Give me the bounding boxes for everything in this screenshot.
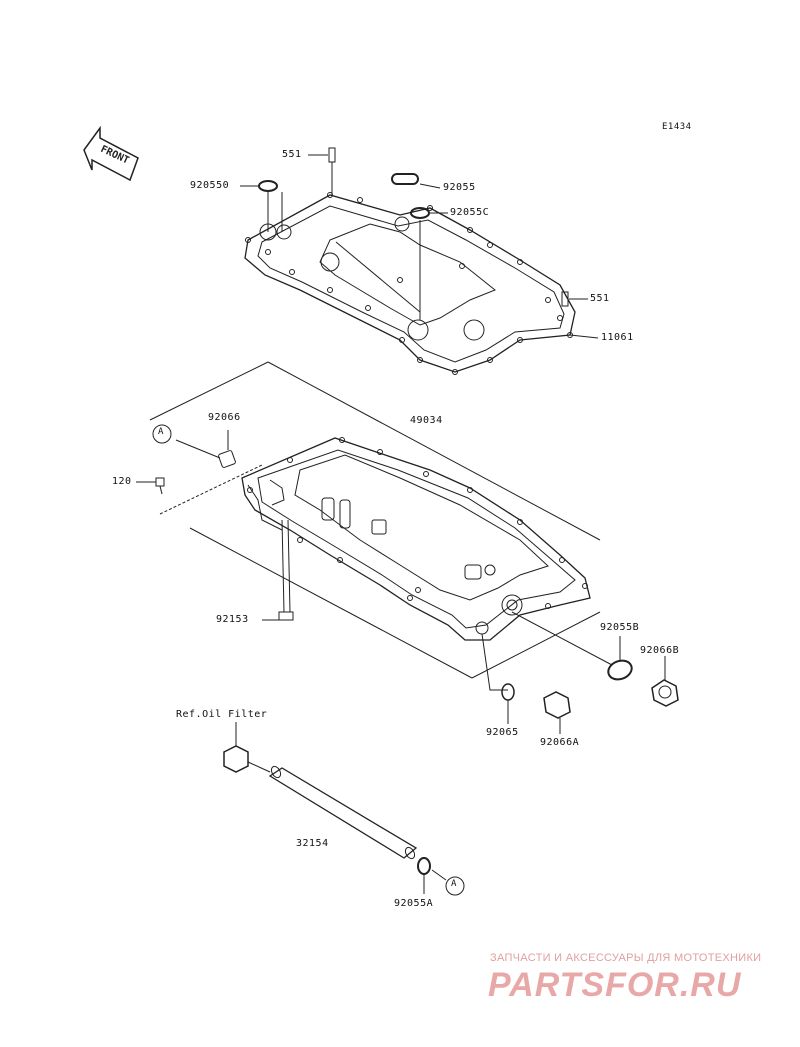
part-label-920550: 920550	[190, 180, 230, 191]
part-label-92065: 92065	[486, 727, 519, 738]
part-label-11061: 11061	[601, 332, 634, 343]
assembly-box	[149, 361, 601, 679]
part-label-92055: 92055	[443, 182, 476, 193]
plug-92066	[218, 430, 236, 468]
part-label-120: 120	[112, 476, 132, 487]
dowel-pin-551-right	[561, 291, 569, 307]
o-ring-92055A	[417, 857, 431, 875]
o-ring-92055B	[607, 659, 633, 681]
part-label-551-top: 551	[282, 149, 302, 160]
gasket-11061	[244, 192, 576, 375]
part-label-92055B: 92055B	[600, 622, 640, 633]
part-label-92153: 92153	[216, 614, 249, 625]
part-label-92066B: 92066B	[640, 645, 680, 656]
o-ring-920550	[258, 180, 278, 192]
screw-120	[136, 477, 165, 495]
part-label-551-right: 551	[590, 293, 610, 304]
ref-oil-filter-label: Ref.Oil Filter	[176, 709, 268, 720]
front-arrow-icon: FRONT	[83, 125, 139, 182]
dowel-pin-551-top	[328, 147, 336, 163]
oil-pan-49034	[241, 437, 591, 641]
ref-circle-a-lower	[445, 876, 465, 896]
watermark-tagline: ЗАПЧАСТИ И АКСЕССУАРЫ ДЛЯ МОТОТЕХНИКИ	[490, 952, 762, 964]
ref-circle-a-upper-label: A	[158, 427, 164, 437]
plug-92066B	[651, 656, 679, 707]
pipe-32154	[268, 765, 418, 860]
diagram-code: E1434	[662, 122, 692, 132]
part-label-92055A: 92055A	[394, 898, 434, 909]
o-ring-92055C	[410, 207, 430, 219]
ref-circle-a-upper	[152, 424, 172, 444]
bolt-92153	[262, 519, 294, 621]
watermark-logo: PARTSFOR.RU	[488, 966, 742, 1004]
part-label-49034: 49034	[410, 415, 443, 426]
washer-92065	[501, 683, 515, 701]
part-label-92066: 92066	[208, 412, 241, 423]
part-label-32154: 32154	[296, 838, 329, 849]
plug-92066A	[543, 691, 571, 734]
part-label-92066A: 92066A	[540, 737, 580, 748]
seal-92055	[391, 173, 419, 185]
part-label-92055C: 92055C	[450, 207, 490, 218]
filter-nut	[223, 722, 249, 773]
ref-circle-a-lower-label: A	[451, 879, 457, 889]
